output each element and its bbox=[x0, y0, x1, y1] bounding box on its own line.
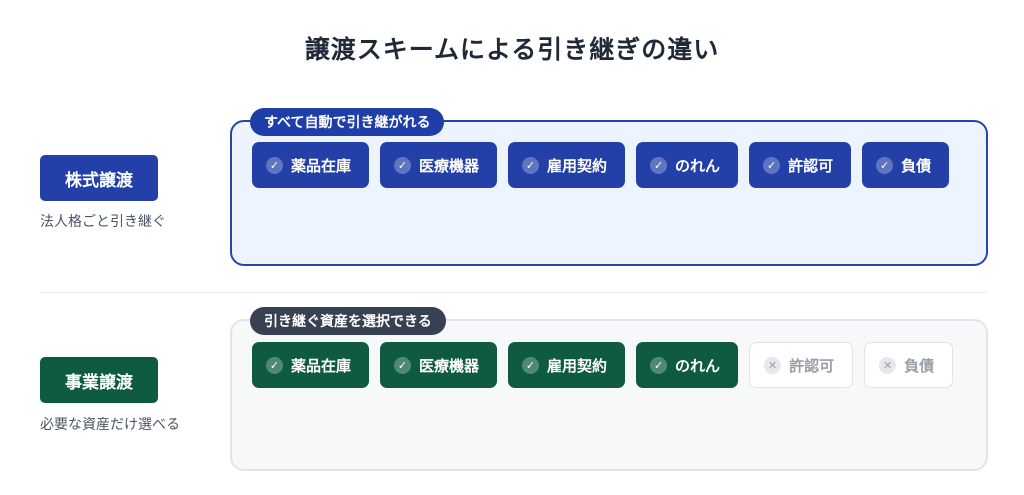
asset-label: 許認可 bbox=[788, 156, 834, 175]
asset-label: 雇用契約 bbox=[547, 156, 608, 175]
section-divider bbox=[40, 292, 988, 293]
asset-chip-license: ✓ 許認可 bbox=[749, 142, 852, 188]
asset-label: 薬品在庫 bbox=[291, 356, 352, 375]
stock-transfer-items: ✓ 薬品在庫 ✓ 医療機器 ✓ 雇用契約 ✓ のれん ✓ 許認可 ✓ 負債 bbox=[252, 142, 972, 188]
x-icon: ✕ bbox=[879, 356, 897, 374]
stock-transfer-tag: すべて自動で引き継がれる bbox=[250, 108, 445, 136]
check-icon: ✓ bbox=[763, 156, 781, 174]
asset-label: 医療機器 bbox=[419, 356, 480, 375]
check-icon: ✓ bbox=[876, 156, 894, 174]
asset-chip-goodwill: ✓ のれん bbox=[636, 142, 739, 188]
asset-label: のれん bbox=[675, 156, 721, 175]
business-transfer-label: 事業譲渡 bbox=[40, 357, 158, 403]
business-transfer-tag: 引き継ぐ資産を選択できる bbox=[250, 307, 446, 335]
page-title: 譲渡スキームによる引き継ぎの違い bbox=[304, 35, 720, 64]
asset-label: のれん bbox=[675, 356, 721, 375]
check-icon: ✓ bbox=[522, 356, 540, 374]
asset-chip-inventory: ✓ 薬品在庫 bbox=[252, 142, 370, 188]
asset-chip-employment: ✓ 雇用契約 bbox=[508, 342, 626, 388]
asset-chip-employment: ✓ 雇用契約 bbox=[508, 142, 626, 188]
check-icon: ✓ bbox=[266, 156, 283, 174]
stock-transfer-subtitle: 法人格ごと引き継ぐ bbox=[40, 214, 166, 230]
check-icon: ✓ bbox=[650, 356, 668, 374]
check-icon: ✓ bbox=[394, 156, 412, 174]
asset-label: 医療機器 bbox=[419, 156, 480, 175]
asset-label: 雇用契約 bbox=[547, 356, 608, 375]
check-icon: ✓ bbox=[394, 356, 412, 374]
asset-chip-license-excluded: ✕ 許認可 bbox=[749, 342, 854, 388]
asset-chip-equipment: ✓ 医療機器 bbox=[380, 142, 498, 188]
check-icon: ✓ bbox=[266, 356, 283, 374]
asset-label: 許認可 bbox=[789, 356, 835, 375]
asset-chip-equipment: ✓ 医療機器 bbox=[380, 342, 498, 388]
asset-chip-inventory: ✓ 薬品在庫 bbox=[252, 342, 370, 388]
asset-chip-goodwill: ✓ のれん bbox=[636, 342, 739, 388]
check-icon: ✓ bbox=[522, 156, 540, 174]
asset-chip-liabilities: ✓ 負債 bbox=[862, 142, 950, 188]
business-transfer-items: ✓ 薬品在庫 ✓ 医療機器 ✓ 雇用契約 ✓ のれん ✕ 許認可 ✕ 負債 bbox=[252, 342, 972, 388]
business-transfer-subtitle: 必要な資産だけ選べる bbox=[40, 417, 180, 433]
x-icon: ✕ bbox=[764, 356, 782, 374]
stock-transfer-label: 株式譲渡 bbox=[40, 155, 158, 201]
asset-label: 負債 bbox=[904, 356, 935, 375]
asset-label: 負債 bbox=[901, 156, 932, 175]
asset-label: 薬品在庫 bbox=[291, 156, 352, 175]
check-icon: ✓ bbox=[650, 156, 668, 174]
asset-chip-liabilities-excluded: ✕ 負債 bbox=[864, 342, 954, 388]
